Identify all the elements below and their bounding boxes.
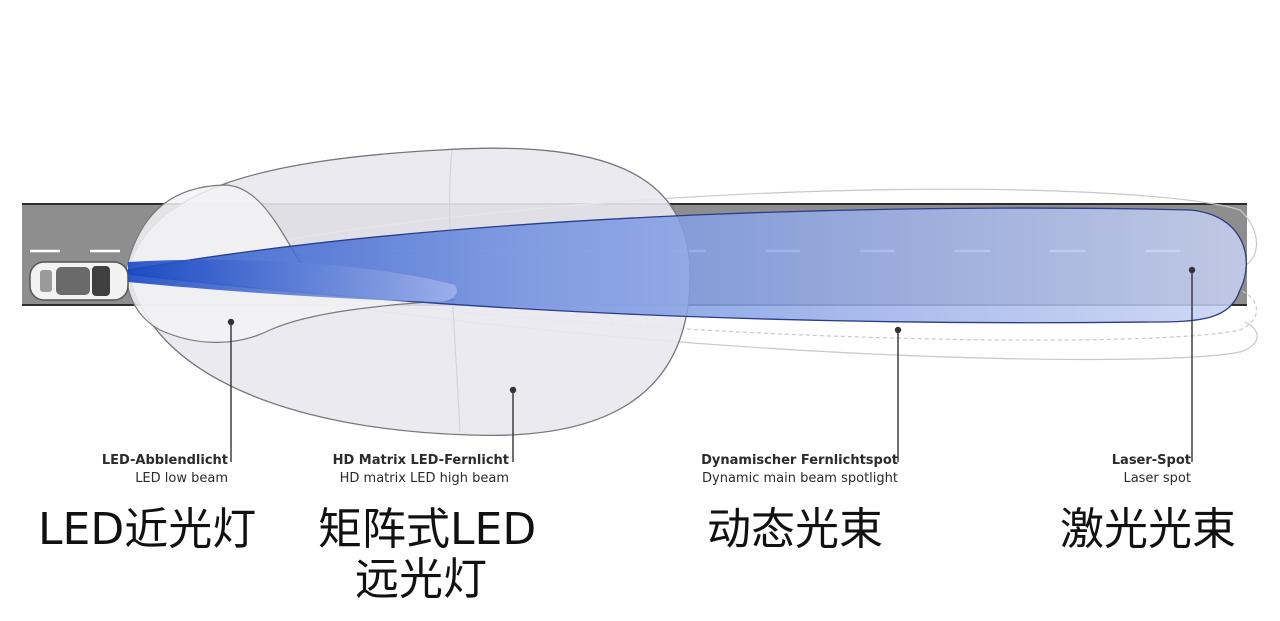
caption-de: HD Matrix LED-Fernlicht	[332, 453, 509, 468]
caption-high-beam: HD Matrix LED-Fernlicht HD matrix LED hi…	[333, 452, 509, 488]
caption-de: Dynamischer Fernlichtspot	[701, 453, 898, 468]
caption-en: LED low beam	[135, 471, 228, 486]
caption-low-beam: LED-Abblendlicht LED low beam	[102, 452, 228, 488]
caption-de: Laser-Spot	[1111, 453, 1191, 468]
leader-lines	[227, 266, 1196, 462]
zh-title-high-beam-line1: 矩阵式LED	[318, 504, 537, 555]
zh-title-dynamic-beam: 动态光束	[707, 504, 883, 555]
inner-blue-beam	[128, 259, 457, 302]
caption-de: LED-Abblendlicht	[101, 453, 228, 468]
zh-title-laser-beam: 激光光束	[1060, 504, 1236, 555]
caption-laser-spot: Laser-Spot Laser spot	[1112, 452, 1191, 488]
zh-title-low-beam: LED近光灯	[38, 504, 257, 555]
caption-en: HD matrix LED high beam	[339, 471, 509, 486]
car-top-view-icon	[29, 261, 129, 301]
caption-dynamic-beam: Dynamischer Fernlichtspot Dynamic main b…	[701, 452, 898, 488]
caption-en: Dynamic main beam spotlight	[702, 471, 898, 486]
caption-en: Laser spot	[1123, 471, 1191, 486]
zh-title-high-beam-line2: 远光灯	[355, 554, 487, 605]
